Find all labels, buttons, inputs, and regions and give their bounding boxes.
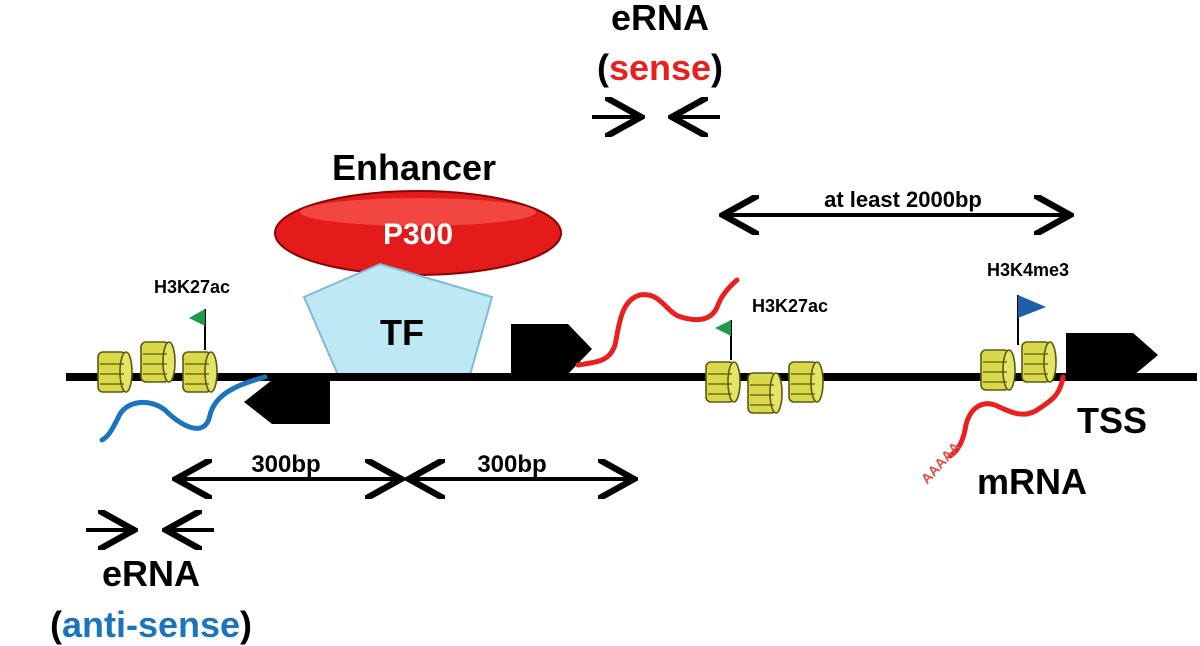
h3k27ac-right-label: H3K27ac — [752, 296, 828, 316]
h3k27ac-left-flag-icon — [189, 309, 205, 326]
enhancer-label: Enhancer — [332, 147, 496, 188]
bottom-erna-strand-label: (anti-sense) — [50, 604, 252, 645]
tss-label: TSS — [1077, 400, 1147, 441]
nucleosome — [140, 341, 176, 383]
sense-word: sense — [609, 47, 711, 88]
sense-gene-block-arrow — [511, 324, 592, 374]
h3k4me3-flag-icon — [1018, 295, 1046, 318]
nucleosome — [97, 351, 133, 393]
antisense-word: anti-sense — [62, 604, 240, 645]
polya-tail-label: AAAAA — [917, 439, 963, 487]
p300-highlight — [300, 198, 536, 226]
nucleosome — [747, 372, 783, 414]
distance-300bp-right-label: 300bp — [477, 451, 546, 478]
nucleosome — [1021, 341, 1057, 383]
top-erna-title: eRNA — [611, 0, 709, 38]
tf-label: TF — [380, 312, 424, 353]
sense-erna-transcript — [575, 277, 740, 368]
antisense-erna-transcript — [99, 374, 268, 443]
nucleosome — [705, 361, 741, 403]
h3k27ac-right-flag-icon — [715, 320, 731, 336]
p300-label: P300 — [383, 218, 453, 251]
nucleosome — [182, 351, 218, 393]
nucleosome — [788, 361, 824, 403]
distance-2000bp-label: at least 2000bp — [824, 187, 982, 212]
top-erna-strand-label: (sense) — [597, 47, 723, 88]
distance-300bp-left-label: 300bp — [251, 451, 320, 478]
nucleosome — [980, 349, 1016, 391]
bottom-erna-title: eRNA — [102, 553, 200, 594]
mrna-label: mRNA — [977, 461, 1087, 502]
tss-gene-block-arrow — [1066, 333, 1158, 376]
antisense-gene-block-arrow — [244, 380, 330, 424]
h3k27ac-left-label: H3K27ac — [154, 277, 230, 297]
mrna-transcript — [947, 374, 1066, 459]
h3k4me3-label: H3K4me3 — [987, 260, 1069, 280]
